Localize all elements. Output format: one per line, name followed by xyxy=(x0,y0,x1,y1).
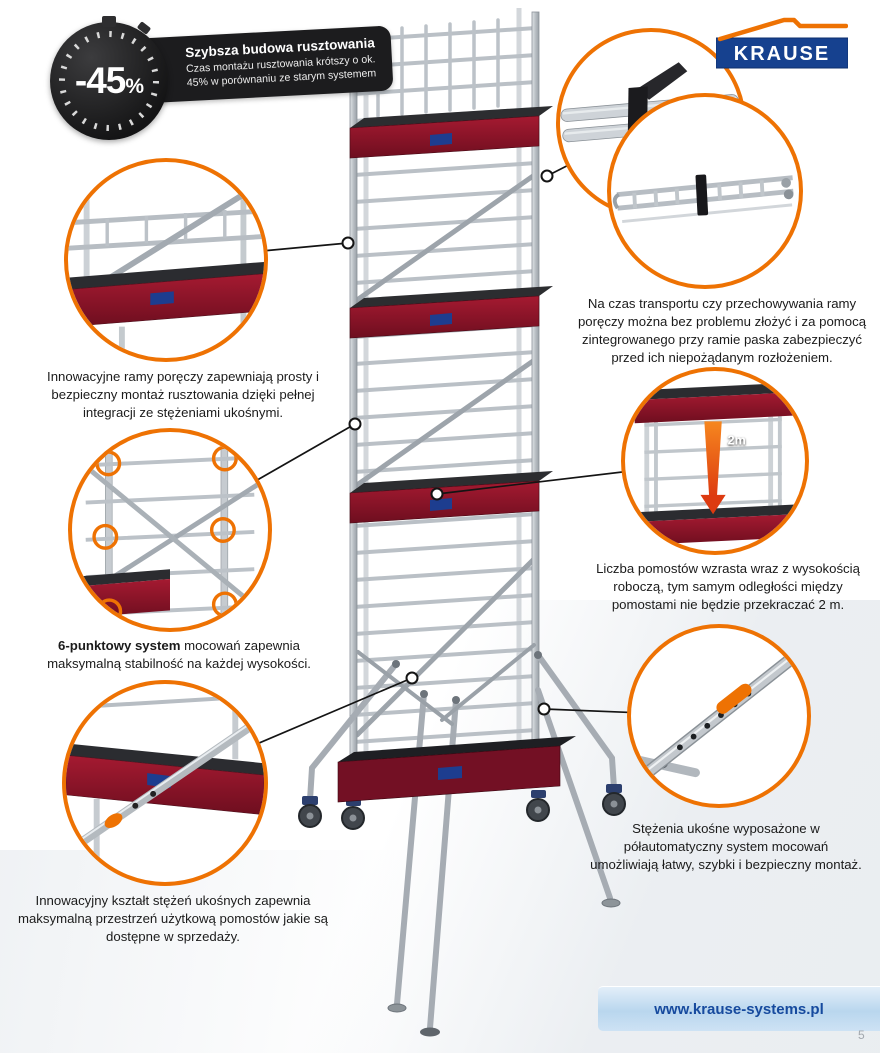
note-semi-auto-lock: Stężenia ukośne wyposażone w półautomaty… xyxy=(588,820,864,874)
platform-level-3 xyxy=(349,471,553,524)
krause-logo: KRAUSE xyxy=(716,17,848,69)
callout-circle-diagonal-brace-platform xyxy=(62,680,268,886)
note-guardrail-frames: Innowacyjne ramy poręczy zapewniają pros… xyxy=(24,368,342,422)
note-text: Na czas transportu czy przechowywania ra… xyxy=(577,296,867,365)
stopwatch-icon xyxy=(59,16,159,131)
callout-circle-six-point-system xyxy=(68,428,272,632)
platform-level-1 xyxy=(349,106,553,159)
note-text: Innowacyjne ramy poręczy zapewniają pros… xyxy=(47,369,319,420)
distance-label: 2m xyxy=(728,434,746,448)
website-url[interactable]: www.krause-systems.pl xyxy=(654,1000,824,1018)
note-transport: Na czas transportu czy przechowywania ra… xyxy=(570,295,874,367)
diagonal-brace-platform-closeup xyxy=(66,684,264,882)
six-point-mount-closeup xyxy=(72,432,263,628)
platform-base xyxy=(337,736,576,803)
note-text: mocowań zapewnia maksymalną stabilność n… xyxy=(47,638,311,671)
website-banner[interactable]: www.krause-systems.pl xyxy=(598,986,880,1031)
orange-lock-lever xyxy=(716,683,752,714)
callout-circle-folded-frame xyxy=(607,93,803,289)
note-text: Innowacyjny kształt stężeń ukośnych zape… xyxy=(17,893,329,944)
promo-badge: Szybsza budowa rusztowania Czas montażu … xyxy=(50,16,394,150)
note-text: Stężenia ukośne wyposażone w półautomaty… xyxy=(590,821,862,872)
page-number: 5 xyxy=(858,1028,865,1042)
platform-level-2 xyxy=(349,286,553,339)
guardrail-frame-closeup xyxy=(68,165,264,358)
platform-distance-closeup: 2m xyxy=(634,371,796,551)
stopwatch-badge: -45% xyxy=(50,16,168,140)
folded-frame-closeup xyxy=(612,174,794,223)
discount-percent: -45% xyxy=(74,60,144,102)
callout-circle-brace-lock xyxy=(627,624,811,808)
note-brace-shape: Innowacyjny kształt stężeń ukośnych zape… xyxy=(14,892,332,946)
note-platform-distance: Liczba pomostów wzrasta wraz z wysokości… xyxy=(584,560,872,614)
note-text-bold: 6-punktowy system xyxy=(58,638,181,653)
note-six-point-system: 6-punktowy system mocowań zapewnia maksy… xyxy=(44,637,314,673)
stabilizer-legs xyxy=(307,643,621,1037)
distance-arrow xyxy=(704,421,722,497)
callout-leader-dots xyxy=(341,169,554,716)
callout-circle-platform-distance: 2m xyxy=(621,367,809,555)
discount-sign: % xyxy=(125,75,144,98)
brace-lock-closeup xyxy=(631,643,807,789)
promo-body: Czas montażu rusztowania krótszy o ok. 4… xyxy=(185,53,377,89)
callout-circle-guardrail-frame xyxy=(64,158,268,362)
logo-wordmark: KRAUSE xyxy=(734,43,830,65)
logo-roof-line xyxy=(717,17,848,42)
discount-value: -45 xyxy=(74,60,126,101)
background-gradient-2 xyxy=(0,850,560,1053)
diagonal-braces xyxy=(354,173,536,738)
note-text: Liczba pomostów wzrasta wraz z wysokości… xyxy=(596,561,860,612)
promo-banner: Szybsza budowa rusztowania Czas montażu … xyxy=(138,25,394,104)
